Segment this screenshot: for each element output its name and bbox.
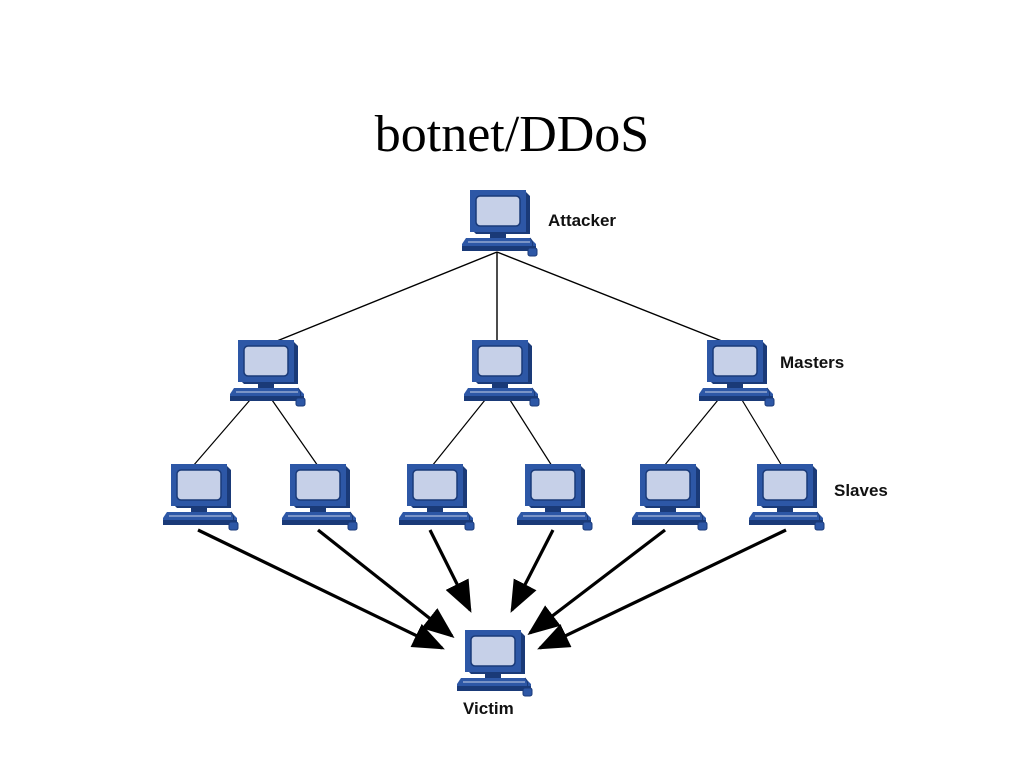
link-attacker-master-1 [266, 251, 498, 346]
attack-arrow-2 [317, 528, 455, 638]
masters-label: Masters [780, 353, 844, 372]
attack-arrow-4 [510, 529, 555, 613]
link-master2-slave4 [509, 399, 553, 467]
victim-computer-icon [456, 629, 533, 697]
link-master3-slave6 [741, 399, 783, 467]
link-master3-slave5 [663, 399, 719, 467]
attacker-label: Attacker [548, 211, 616, 230]
master-computer-icon [463, 339, 540, 407]
attacker-master-links [266, 251, 733, 346]
master-slave-links [192, 399, 783, 467]
link-master2-slave3 [431, 399, 486, 467]
link-master1-slave2 [271, 399, 319, 467]
master-computer-icon [698, 339, 775, 407]
master-computer-icon [229, 339, 306, 407]
slave-computer-icon [162, 463, 239, 531]
attack-arrow-5 [527, 528, 666, 635]
attack-arrow-1 [197, 528, 445, 650]
victim-label: Victim [463, 699, 514, 718]
attack-arrow-3 [428, 529, 472, 613]
slaves-label: Slaves [834, 481, 888, 500]
slave-computer-icon [748, 463, 825, 531]
attacker-computer-icon [461, 189, 538, 257]
link-master1-slave1 [192, 399, 251, 467]
link-attacker-master-3 [496, 251, 733, 346]
slave-computer-icon [516, 463, 593, 531]
attack-arrows [197, 528, 787, 650]
slave-computer-icon [281, 463, 358, 531]
slave-computer-icon [631, 463, 708, 531]
slide-title: botnet/DDoS [374, 106, 650, 163]
slave-computer-icon [398, 463, 475, 531]
attack-arrow-6 [537, 528, 787, 650]
